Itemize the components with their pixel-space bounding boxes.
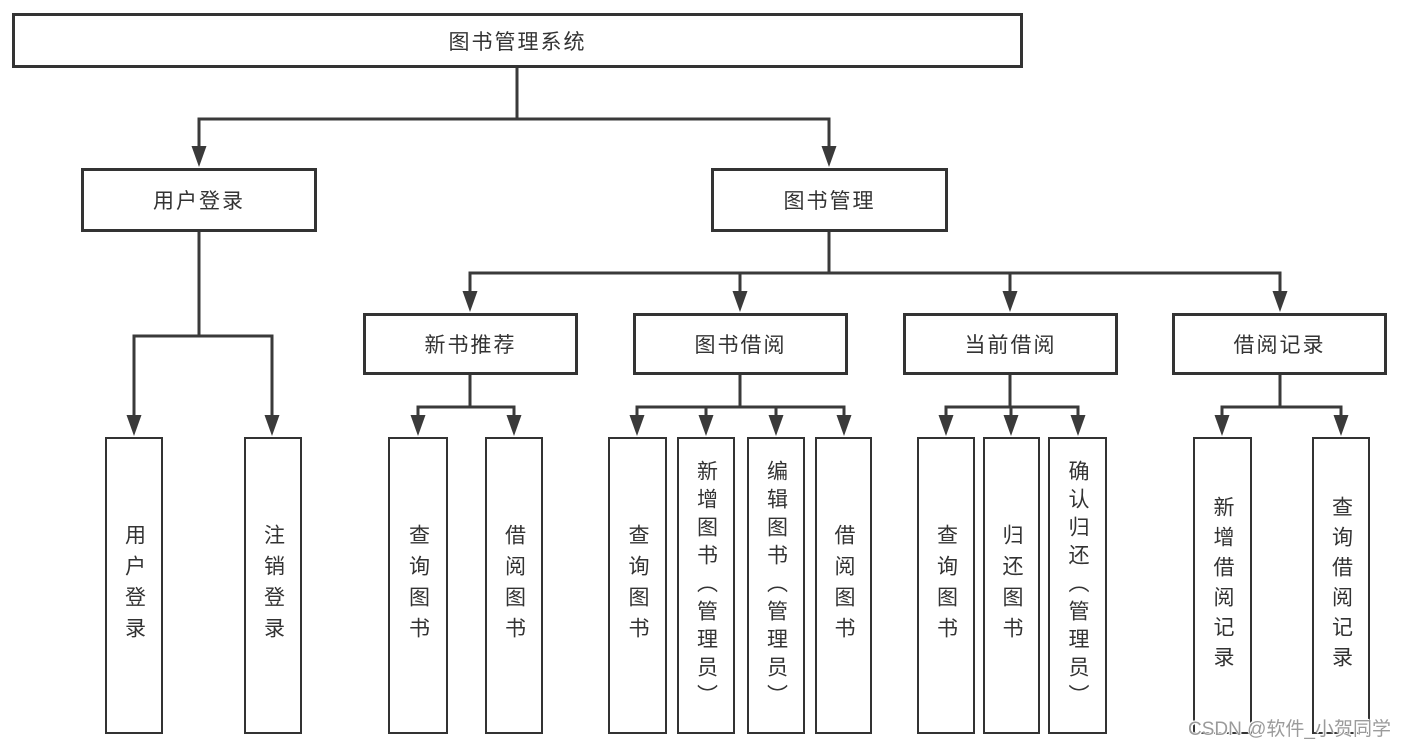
arrow-down-icon [462,291,478,312]
node-label: 新增借阅记录 [1211,495,1234,676]
node-leaf-query-book-2: 查询图书 [608,437,667,734]
arrow-down-icon [506,415,522,436]
node-label: 归还图书 [1000,523,1023,648]
node-leaf-add-borrow-record: 新增借阅记录 [1193,437,1252,734]
node-borrow-records: 借阅记录 [1172,313,1387,375]
node-library-system: 图书管理系统 [12,13,1023,68]
node-leaf-logout: 注销登录 [244,437,302,734]
node-leaf-edit-book-admin: 编辑图书（管理员） [747,437,805,734]
node-leaf-query-book-1: 查询图书 [388,437,448,734]
connector-book-branch [468,232,1282,296]
node-label: 确认归还（管理员） [1066,459,1089,712]
connector-user-branch [132,232,274,420]
arrow-down-icon [629,415,645,436]
arrow-down-icon [938,415,954,436]
node-leaf-confirm-return-admin: 确认归还（管理员） [1048,437,1107,734]
node-label: 新书推荐 [424,334,517,357]
node-user-login: 用户登录 [81,168,317,232]
node-book-management: 图书管理 [711,168,948,232]
arrow-down-icon [191,146,207,167]
connector-current-branch [944,375,1080,420]
node-leaf-query-borrow-record: 查询借阅记录 [1312,437,1370,734]
arrow-down-icon [1002,291,1018,312]
node-label: 注销登录 [261,523,285,648]
node-label: 查询图书 [626,523,649,648]
node-new-book-recommend: 新书推荐 [363,313,578,375]
node-leaf-borrow-book-1: 借阅图书 [485,437,543,734]
arrow-down-icon [410,415,426,436]
connector-lines [132,68,1343,420]
arrow-down-icon [1003,415,1019,436]
arrow-down-icon [1070,415,1086,436]
node-label: 查询图书 [934,523,958,648]
node-label: 当前借阅 [964,334,1057,357]
connector-borrow-branch [635,375,846,420]
node-label: 图书管理 [783,190,876,213]
node-label: 图书借阅 [694,334,787,357]
arrow-down-icon [821,146,837,167]
node-label: 借阅记录 [1233,334,1326,357]
arrowheads [126,146,1349,436]
node-label: 借阅图书 [832,523,855,648]
node-label: 新增图书（管理员） [694,459,718,712]
arrow-down-icon [1333,415,1349,436]
node-leaf-return-book: 归还图书 [983,437,1040,734]
node-leaf-borrow-book-2: 借阅图书 [815,437,872,734]
arrow-down-icon [1214,415,1230,436]
node-label: 用户登录 [122,523,146,648]
connector-newbook-branch [416,375,516,420]
node-label: 用户登录 [153,190,245,213]
arrow-down-icon [1272,291,1288,312]
arrow-down-icon [768,415,784,436]
node-current-borrow: 当前借阅 [903,313,1118,375]
arrow-down-icon [836,415,852,436]
connector-root-branch [197,68,831,150]
arrow-down-icon [264,415,280,436]
node-leaf-add-book-admin: 新增图书（管理员） [677,437,735,734]
node-leaf-user-login: 用户登录 [105,437,163,734]
connector-records-branch [1220,375,1343,420]
arrow-down-icon [126,415,142,436]
node-book-borrow: 图书借阅 [633,313,848,375]
node-leaf-query-book-3: 查询图书 [917,437,975,734]
node-label: 借阅图书 [502,523,526,648]
node-label: 查询借阅记录 [1329,495,1353,676]
node-label: 图书管理系统 [448,30,587,54]
arrow-down-icon [732,291,748,312]
arrow-down-icon [698,415,714,436]
node-label: 编辑图书（管理员） [764,459,788,712]
watermark: CSDN @软件_小贺同学 [1188,719,1391,740]
node-label: 查询图书 [406,523,430,648]
